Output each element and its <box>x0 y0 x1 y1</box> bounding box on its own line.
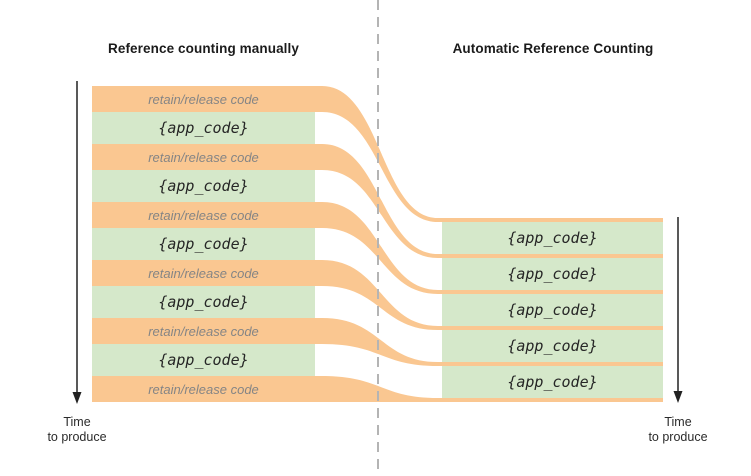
retain-release-label: retain/release code <box>148 91 259 107</box>
left-time-label-line1: Time <box>63 415 91 429</box>
right-app-code-bar: {app_code} <box>442 294 663 326</box>
app-code-label: {app_code} <box>507 373 598 391</box>
retain-release-flow-6 <box>92 376 663 402</box>
left-app-code-bar: {app_code} <box>92 228 315 260</box>
left-app-code-bar: {app_code} <box>92 112 315 144</box>
app-code-label: {app_code} <box>507 265 598 283</box>
right-time-label-line2: to produce <box>648 430 708 444</box>
retain-release-label: retain/release code <box>148 265 259 281</box>
app-code-label: {app_code} <box>507 301 598 319</box>
app-code-label: {app_code} <box>158 177 249 195</box>
right-app-code-bar: {app_code} <box>442 330 663 362</box>
left-column-title: Reference counting manually <box>108 41 299 56</box>
retain-release-flow-2 <box>92 144 663 258</box>
retain-release-label: retain/release code <box>148 207 259 223</box>
app-code-label: {app_code} <box>158 235 249 253</box>
right-app-code-bar: {app_code} <box>442 222 663 254</box>
right-time-label: Time to produce <box>638 415 718 445</box>
retain-release-label: retain/release code <box>148 381 259 397</box>
right-time-arrow <box>673 217 683 403</box>
app-code-label: {app_code} <box>507 229 598 247</box>
left-app-code-bar: {app_code} <box>92 170 315 202</box>
retain-release-label: retain/release code <box>148 149 259 165</box>
app-code-label: {app_code} <box>158 351 249 369</box>
app-code-label: {app_code} <box>158 119 249 137</box>
left-time-label-line2: to produce <box>47 430 107 444</box>
right-column-title: Automatic Reference Counting <box>452 41 654 56</box>
right-time-label-line1: Time <box>664 415 692 429</box>
retain-release-label: retain/release code <box>148 323 259 339</box>
left-time-arrow <box>72 81 82 404</box>
left-time-label: Time to produce <box>37 415 117 445</box>
right-app-code-bar: {app_code} <box>442 258 663 290</box>
left-app-code-bar: {app_code} <box>92 286 315 318</box>
app-code-label: {app_code} <box>158 293 249 311</box>
left-app-code-bar: {app_code} <box>92 344 315 376</box>
app-code-label: {app_code} <box>507 337 598 355</box>
right-app-code-bar: {app_code} <box>442 366 663 398</box>
